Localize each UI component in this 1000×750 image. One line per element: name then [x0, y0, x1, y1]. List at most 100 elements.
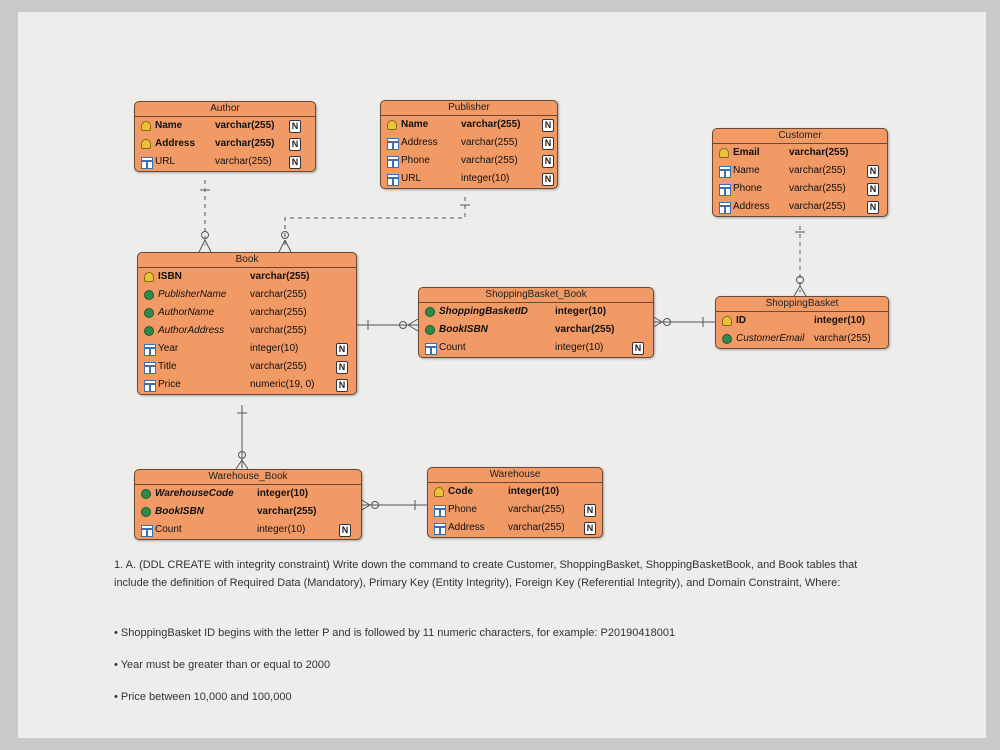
column-icon — [434, 523, 446, 535]
attribute-type: varchar(255) — [461, 137, 518, 148]
attribute-type: varchar(255) — [215, 156, 272, 167]
nullable-badge: N — [542, 155, 554, 168]
attribute-row[interactable]: Phone varchar(255) N — [428, 501, 602, 519]
attribute-name: Phone — [448, 504, 477, 515]
entity-title: ShoppingBasket — [716, 297, 888, 312]
nullable-badge: N — [867, 183, 879, 196]
column-icon — [144, 344, 156, 356]
attribute-name: Phone — [401, 155, 430, 166]
attribute-type: varchar(255) — [215, 120, 275, 131]
primary-key-icon — [387, 120, 397, 130]
attribute-type: numeric(19, 0) — [250, 379, 315, 390]
attribute-name: Title — [158, 361, 177, 372]
question-bullet-price: • Price between 10,000 and 100,000 — [114, 691, 292, 703]
nullable-badge: N — [867, 165, 879, 178]
attribute-type: varchar(255) — [789, 165, 846, 176]
attribute-type: varchar(255) — [508, 522, 565, 533]
attribute-row[interactable]: CustomerEmail varchar(255) — [716, 330, 888, 348]
column-icon — [719, 166, 731, 178]
column-icon — [387, 138, 399, 150]
nullable-badge: N — [542, 137, 554, 150]
attribute-name: URL — [155, 156, 176, 167]
attribute-name: Address — [448, 522, 485, 533]
attribute-name: ID — [736, 315, 746, 326]
crowsfoot-book-basketbook — [407, 318, 419, 332]
attribute-type: integer(10) — [257, 524, 306, 535]
attribute-type: varchar(255) — [250, 325, 307, 336]
primary-key-icon — [434, 487, 444, 497]
attribute-name: CustomerEmail — [736, 333, 805, 344]
column-icon — [387, 174, 399, 186]
entity-title: Publisher — [381, 101, 557, 116]
nullable-badge: N — [336, 343, 348, 356]
attribute-type: integer(10) — [250, 343, 299, 354]
attribute-name: Count — [439, 342, 466, 353]
publisher-book-relation — [284, 197, 466, 245]
foreign-key-icon — [144, 308, 154, 318]
attribute-type: varchar(255) — [508, 504, 565, 515]
column-icon — [144, 362, 156, 374]
attribute-type: varchar(255) — [814, 333, 871, 344]
attribute-type: varchar(255) — [555, 324, 615, 335]
column-icon — [387, 156, 399, 168]
attribute-type: varchar(255) — [250, 289, 307, 300]
attribute-type: integer(10) — [555, 342, 604, 353]
nullable-badge: N — [584, 504, 596, 517]
foreign-key-icon — [144, 326, 154, 336]
crowsfoot-publisher-book — [278, 239, 292, 253]
attribute-name: Code — [448, 486, 473, 497]
entity-title: Book — [138, 253, 356, 268]
foreign-key-icon — [722, 334, 732, 344]
nullable-badge: N — [289, 156, 301, 169]
attribute-name: Address — [733, 201, 770, 212]
bullet-text: Price between 10,000 and 100,000 — [120, 691, 292, 703]
attribute-type: varchar(255) — [257, 506, 317, 517]
nullable-badge: N — [542, 119, 554, 132]
crowsfoot-customer-basket — [793, 285, 807, 297]
nullable-badge: N — [542, 173, 554, 186]
column-icon — [434, 505, 446, 517]
foreign-key-icon — [425, 325, 435, 335]
attribute-name: Address — [155, 138, 196, 149]
attribute-name: Price — [158, 379, 181, 390]
entity-title: Customer — [713, 129, 887, 144]
attribute-name: Count — [155, 524, 182, 535]
foreign-key-icon — [141, 507, 151, 517]
attribute-row[interactable]: URL varchar(255) N — [135, 153, 315, 171]
nullable-badge: N — [289, 120, 301, 133]
